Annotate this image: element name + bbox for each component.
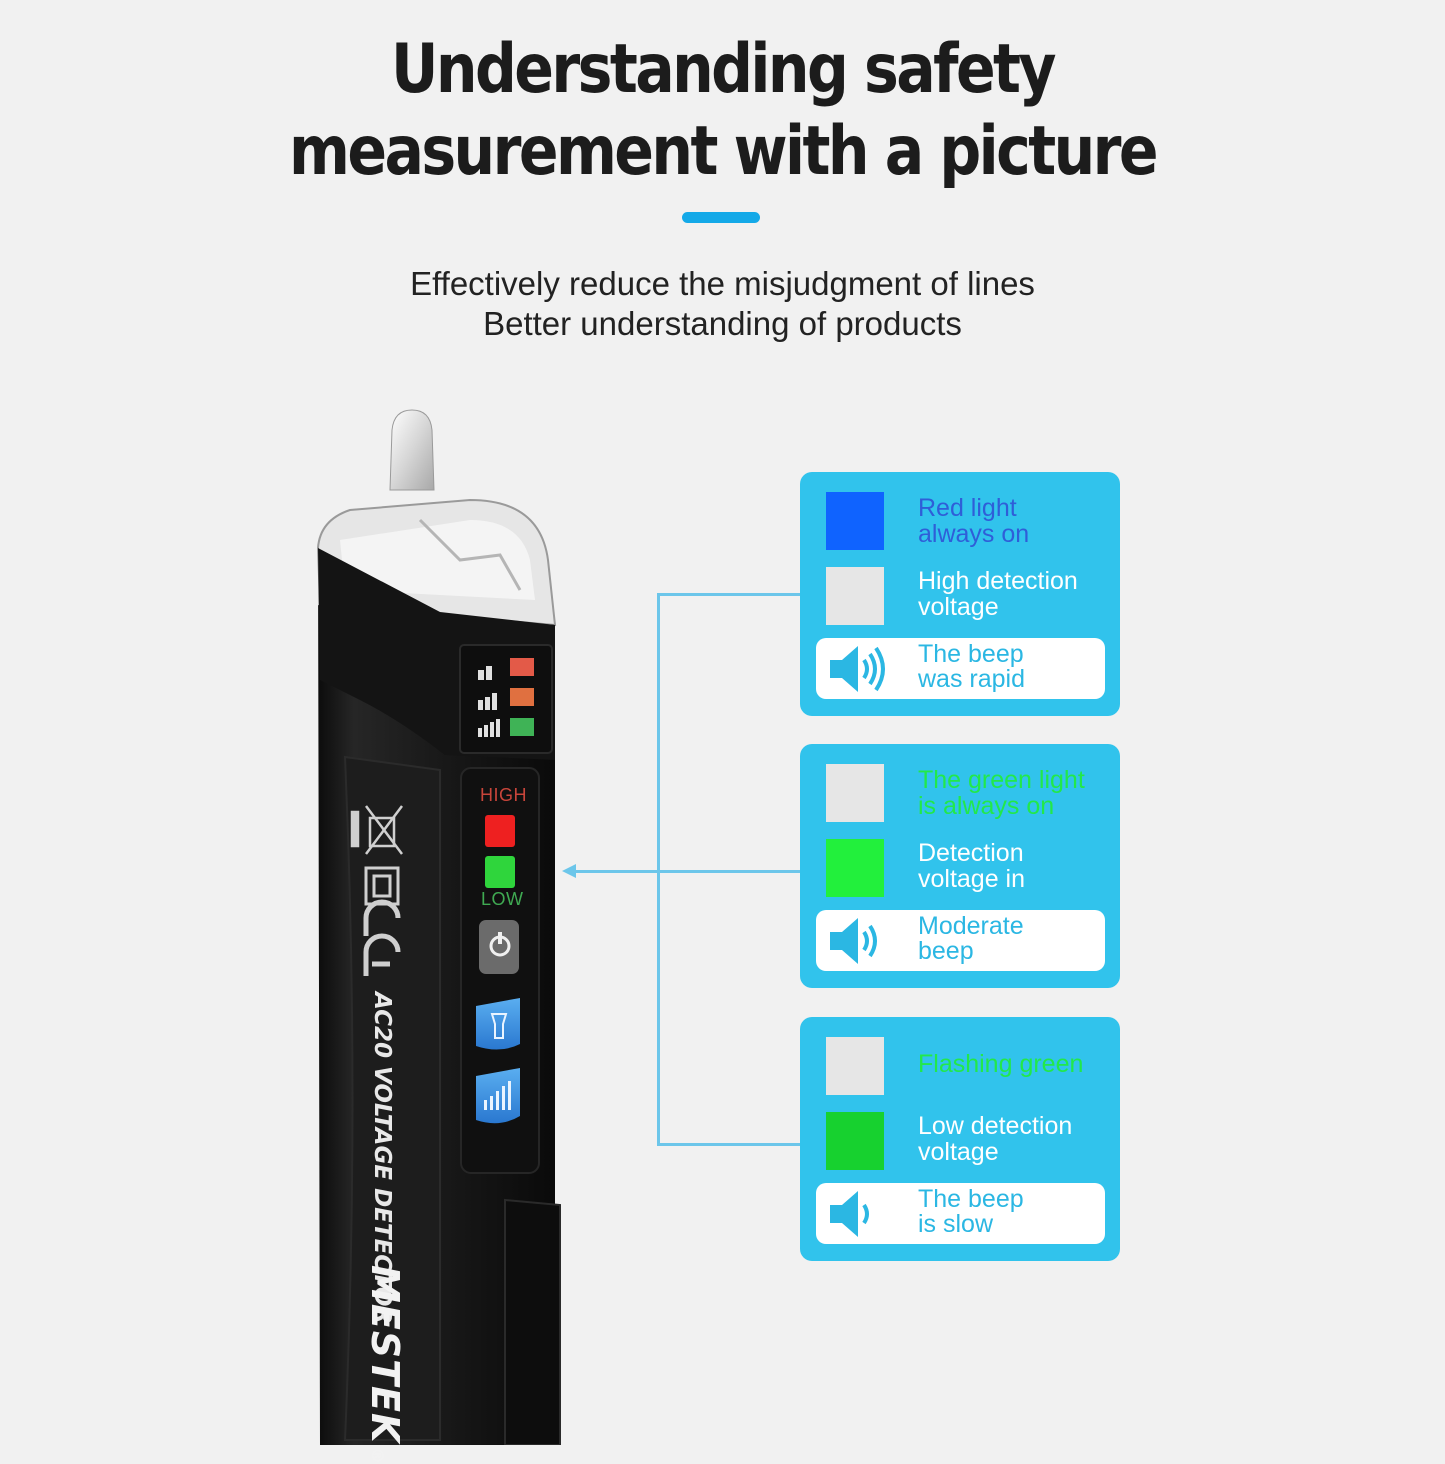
connector-top (657, 593, 802, 596)
light-label: Flashing green (918, 1050, 1084, 1078)
light-label: Red light always on (918, 494, 1030, 548)
speaker-icon (830, 646, 885, 692)
connector-arrowhead (562, 864, 576, 878)
ce-mark-icon (363, 899, 401, 976)
page-title-line-2: measurement with a picture (289, 112, 1159, 191)
low-indicator-label: LOW (481, 889, 524, 909)
device-brand: MESTEK® (363, 1265, 407, 1464)
page-title-line-1: Understanding safety (391, 30, 1057, 109)
beep-row: The beep was rapid (816, 638, 1105, 699)
status-card-high-voltage: Red light always on High detection volta… (800, 472, 1120, 716)
beep-row: The beep is slow (816, 1183, 1105, 1244)
connector-middle (572, 870, 802, 873)
subtitle-line-2: Better understanding of products (483, 305, 962, 342)
light-label: The green light is always on (918, 766, 1085, 820)
speaker-icon (830, 918, 877, 964)
beep-label: The beep is slow (918, 1185, 1024, 1238)
speaker-icon (830, 1191, 869, 1237)
detection-label: High detection voltage (918, 567, 1078, 621)
detection-color-swatch (826, 1112, 884, 1170)
weee-icon (350, 805, 403, 855)
indicator-color-swatch (826, 1037, 884, 1095)
status-card-low-voltage: Flashing green Low detection voltage The… (800, 1017, 1120, 1261)
indicator-color-swatch (826, 492, 884, 550)
detection-label: Detection voltage in (918, 839, 1026, 893)
connector-vertical (657, 593, 660, 1146)
detection-color-swatch (826, 567, 884, 625)
title-accent-bar (682, 212, 760, 223)
detection-color-swatch (826, 839, 884, 897)
beep-label: The beep was rapid (918, 640, 1025, 693)
indicator-color-swatch (826, 764, 884, 822)
detection-label: Low detection voltage (918, 1112, 1073, 1166)
high-indicator-label: HIGH (480, 785, 527, 805)
subtitle-line-1: Effectively reduce the misjudgment of li… (410, 265, 1035, 302)
beep-label: Moderate beep (918, 912, 1024, 965)
connector-bottom (657, 1143, 802, 1146)
status-card-detection-voltage: The green light is always on Detection v… (800, 744, 1120, 988)
beep-row: Moderate beep (816, 910, 1105, 971)
